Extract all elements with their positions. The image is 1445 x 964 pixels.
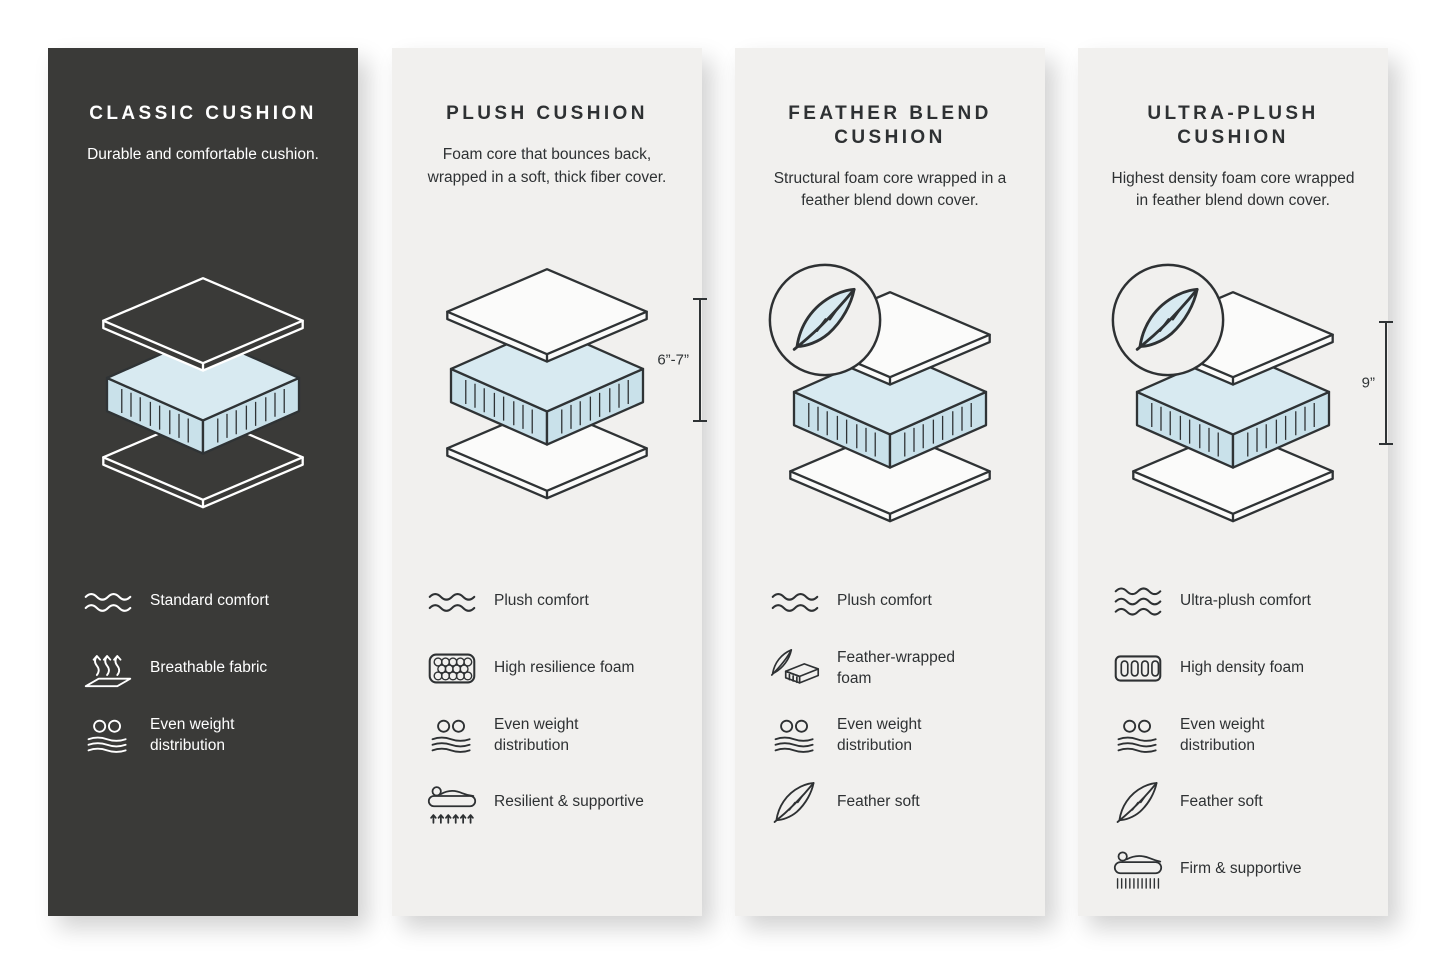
- feature-row: Firm & supportive: [1112, 848, 1372, 891]
- feature-label: Breathable fabric: [150, 659, 268, 677]
- feature-label: Feather-wrapped foam: [837, 648, 956, 687]
- even-weight-icon: [82, 714, 134, 757]
- feature-row: Even weight distribution: [769, 714, 1029, 757]
- panel-description: Highest density foam core wrapped in fea…: [1111, 169, 1355, 210]
- feature-label: Standard comfort: [150, 592, 269, 610]
- panel-title: ULTRA-PLUSH CUSHION: [1147, 103, 1319, 148]
- panel-plush-cushion: PLUSH CUSHION Foam core that bounces bac…: [392, 48, 707, 916]
- feature-label: Ultra-plush comfort: [1180, 592, 1311, 610]
- triple-wave-icon: [1112, 580, 1164, 623]
- panel-ultra-plush-cushion: ULTRA-PLUSH CUSHION Highest density foam…: [1078, 48, 1393, 916]
- feature-row: Feather soft: [1112, 781, 1372, 824]
- feature-list: Plush comfort Feather-wrapped foam Even …: [769, 580, 1029, 824]
- panel-description: Structural foam core wrapped in a feathe…: [773, 169, 1007, 210]
- panel-feather-blend-cushion: FEATHER BLEND CUSHION Structural foam co…: [735, 48, 1045, 916]
- even-weight-icon: [426, 714, 478, 757]
- feather-icon: [1112, 781, 1164, 824]
- feature-list: Standard comfort Breathable fabric Even …: [82, 580, 342, 757]
- dimension-line: [1379, 321, 1393, 446]
- feature-row: High density foam: [1112, 647, 1372, 690]
- feature-row: High resilience foam: [426, 647, 686, 690]
- panel-title: FEATHER BLEND CUSHION: [788, 103, 992, 148]
- feature-row: Even weight distribution: [426, 714, 686, 757]
- dimension-label: 9”: [1361, 374, 1375, 392]
- even-weight-icon: [1112, 714, 1164, 757]
- panel-title: CLASSIC CUSHION: [89, 103, 317, 124]
- feather-badge-icon: [768, 264, 882, 377]
- panel-description: Foam core that bounces back, wrapped in …: [427, 145, 667, 186]
- even-weight-icon: [769, 714, 821, 757]
- breathable-icon: [82, 647, 134, 690]
- feature-label: Even weight distribution: [1180, 715, 1265, 754]
- thickness-dimension-marker: 9”: [1362, 321, 1393, 446]
- dimension-line: [693, 297, 707, 422]
- feature-row: Plush comfort: [769, 580, 1029, 623]
- feature-label: Feather soft: [837, 793, 920, 811]
- panel-classic-cushion: CLASSIC CUSHION Durable and comfortable …: [48, 48, 358, 916]
- feather-badge-icon: [1111, 264, 1225, 377]
- feature-row: Even weight distribution: [82, 714, 342, 757]
- feature-row: Ultra-plush comfort: [1112, 580, 1372, 623]
- feature-label: Feather soft: [1180, 793, 1263, 811]
- high-density-foam-icon: [1112, 647, 1164, 690]
- layered-cushion-illustration: [83, 269, 323, 511]
- feature-row: Standard comfort: [82, 580, 342, 623]
- feature-row: Resilient & supportive: [426, 781, 686, 824]
- cushion-stack-diagram: [768, 264, 1010, 525]
- thickness-dimension-marker: 6”-7”: [657, 297, 707, 422]
- feature-row: Plush comfort: [426, 580, 686, 623]
- feature-row: Feather-wrapped foam: [769, 647, 1029, 690]
- panel-description: Durable and comfortable cushion.: [87, 145, 319, 163]
- feather-icon: [769, 781, 821, 824]
- feature-row: Feather soft: [769, 781, 1029, 824]
- wave-icon: [82, 580, 134, 623]
- feature-label: Even weight distribution: [150, 715, 235, 754]
- feature-label: Even weight distribution: [837, 715, 922, 754]
- feature-list: Ultra-plush comfort High density foam Ev…: [1112, 580, 1372, 891]
- wave-icon: [769, 580, 821, 623]
- layered-cushion-illustration: [427, 260, 667, 502]
- feature-label: Resilient & supportive: [494, 793, 644, 811]
- resilient-supportive-icon: [426, 781, 478, 824]
- panel-title: PLUSH CUSHION: [446, 103, 648, 124]
- feature-list: Plush comfort High resilience foam Even …: [426, 580, 686, 824]
- feather-wrapped-foam-icon: [769, 647, 821, 690]
- feature-row: Even weight distribution: [1112, 714, 1372, 757]
- firm-supportive-icon: [1112, 848, 1164, 891]
- dimension-label: 6”-7”: [657, 351, 689, 369]
- feature-label: Plush comfort: [494, 592, 589, 610]
- feature-label: Plush comfort: [837, 592, 932, 610]
- cushion-stack-diagram: [83, 269, 323, 511]
- feature-label: High density foam: [1180, 659, 1305, 677]
- cushion-stack-diagram: 6”-7”: [427, 260, 707, 502]
- feature-label: Even weight distribution: [494, 715, 579, 754]
- cushion-stack-diagram: 9”: [1111, 264, 1393, 525]
- feature-label: Firm & supportive: [1180, 860, 1302, 878]
- feature-label: High resilience foam: [494, 659, 635, 677]
- honeycomb-foam-icon: [426, 647, 478, 690]
- wave-icon: [426, 580, 478, 623]
- feature-row: Breathable fabric: [82, 647, 342, 690]
